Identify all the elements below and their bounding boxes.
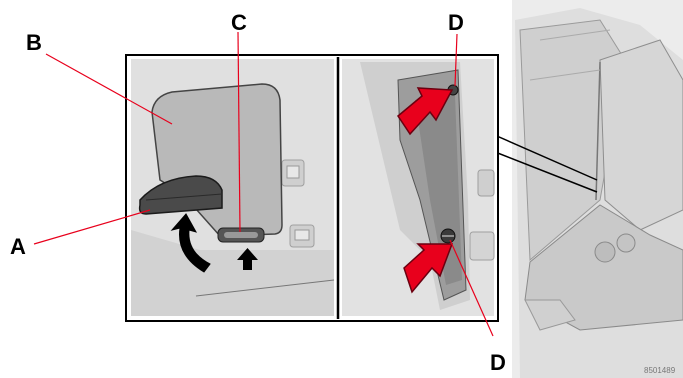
- latch-c: [218, 228, 264, 242]
- image-code: 8501489: [644, 366, 675, 375]
- right-panel: [342, 59, 494, 316]
- callout-c: C: [231, 12, 247, 34]
- callout-b: B: [26, 32, 42, 54]
- callout-d-bottom: D: [490, 352, 506, 374]
- callout-a: A: [10, 236, 26, 258]
- car-rear-photo: [512, 0, 683, 378]
- callout-d-top: D: [448, 12, 464, 34]
- left-panel: [131, 59, 334, 316]
